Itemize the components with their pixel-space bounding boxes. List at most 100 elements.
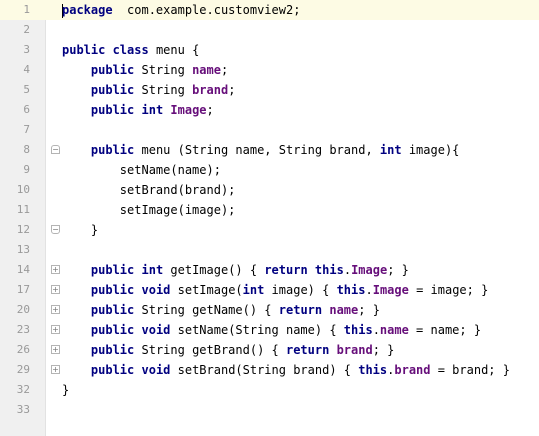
line-number: 29	[16, 363, 30, 376]
fold-expand-icon[interactable]: +	[51, 285, 60, 294]
keyword-token: return	[278, 303, 323, 317]
keyword-token: void	[134, 283, 171, 297]
line-number: 2	[23, 23, 30, 36]
keyword-token: public	[90, 103, 135, 117]
code-text: }	[62, 380, 69, 400]
field-token: brand	[192, 83, 229, 97]
keyword-token: public	[90, 263, 135, 277]
fold-expand-icon[interactable]: +	[51, 325, 60, 334]
field-token: name	[192, 63, 221, 77]
code-line[interactable]: 8 − public menu (String name, String bran…	[0, 140, 539, 160]
line-number: 8	[23, 143, 30, 156]
keyword-token: public	[90, 143, 135, 157]
code-text: public void setBrand(String brand) { thi…	[62, 360, 510, 380]
keyword-token: int	[134, 263, 164, 277]
keyword-token: package	[62, 3, 113, 17]
line-number: 7	[23, 123, 30, 136]
line-number: 9	[23, 163, 30, 176]
line-number: 1	[0, 0, 30, 20]
code-line[interactable]: 9 setName(name);	[0, 160, 539, 180]
fold-expand-icon[interactable]: +	[51, 365, 60, 374]
keyword-token: public	[90, 283, 135, 297]
code-token	[62, 303, 91, 317]
code-token: setImage(	[170, 283, 243, 297]
code-token: .	[365, 283, 373, 297]
code-line[interactable]: 10 setBrand(brand);	[0, 180, 539, 200]
keyword-token: public	[90, 303, 135, 317]
code-token: setBrand(brand);	[62, 183, 236, 197]
field-token: Image	[351, 263, 388, 277]
keyword-token: this	[336, 283, 366, 297]
keyword-token: this	[343, 323, 373, 337]
fold-expand-icon[interactable]: +	[51, 265, 60, 274]
code-line[interactable]: 17+ public void setImage(int image) { th…	[0, 280, 539, 300]
code-text: package com.example.customview2;	[62, 0, 300, 20]
fold-expand-icon[interactable]: +	[51, 305, 60, 314]
code-line[interactable]: 29 + public void setBrand(String brand) {…	[0, 360, 539, 380]
line-number: 11	[16, 203, 30, 216]
keyword-token: public	[90, 63, 135, 77]
code-line[interactable]: 20+ public String getName() { return nam…	[0, 300, 539, 320]
code-line[interactable]: 11 setImage(image);	[0, 200, 539, 220]
fold-end-icon[interactable]: −	[51, 225, 60, 234]
code-line[interactable]: 1 package com.example.customview2;	[0, 0, 539, 20]
code-token: setName(name);	[62, 163, 221, 177]
code-line[interactable]: 6 public int Image;	[0, 100, 539, 120]
code-line[interactable]: 32}	[0, 380, 539, 400]
code-token: menu (String name, String brand,	[134, 143, 380, 157]
code-token: ; }	[372, 343, 395, 357]
line-number: 4	[23, 63, 30, 76]
line-number: 6	[23, 103, 30, 116]
code-text: public void setName(String name) { this.…	[62, 320, 481, 340]
code-token: = name; }	[408, 323, 482, 337]
code-token	[62, 263, 91, 277]
code-text: public void setImage(int image) { this.I…	[62, 280, 488, 300]
line-number: 12	[16, 223, 30, 236]
code-text: public String getBrand() { return brand;…	[62, 340, 394, 360]
code-line[interactable]: 4 public String name;	[0, 60, 539, 80]
line-number-gutter	[0, 0, 46, 436]
fold-collapse-icon[interactable]: −	[51, 145, 60, 154]
keyword-token: int	[379, 143, 402, 157]
code-token	[62, 343, 91, 357]
code-token	[62, 323, 91, 337]
code-line[interactable]: 23 + public void setName(String name) { t…	[0, 320, 539, 340]
code-token	[329, 343, 336, 357]
code-token	[62, 363, 91, 377]
code-text: setName(name);	[62, 160, 221, 180]
code-line[interactable]: 14+ public int getImage() { return this.…	[0, 260, 539, 280]
code-line[interactable]: 13	[0, 240, 539, 260]
code-line[interactable]: 7	[0, 120, 539, 140]
field-token: Image	[372, 283, 409, 297]
line-number: 26	[16, 343, 30, 356]
code-token	[62, 103, 91, 117]
code-line[interactable]: 5 public String brand;	[0, 80, 539, 100]
code-token	[62, 83, 91, 97]
code-token: menu {	[148, 43, 200, 57]
keyword-token: public	[62, 43, 106, 57]
code-token: setName(String name) {	[170, 323, 344, 337]
keyword-token: return	[285, 343, 330, 357]
field-token: brand	[394, 363, 431, 377]
keyword-token: void	[134, 363, 171, 377]
code-token: .	[387, 363, 395, 377]
code-line[interactable]: 12 − }	[0, 220, 539, 240]
field-token: name	[329, 303, 359, 317]
code-token: String getName() {	[134, 303, 279, 317]
code-line[interactable]: 33	[0, 400, 539, 420]
keyword-token: class	[105, 43, 149, 57]
line-number: 23	[16, 323, 30, 336]
code-token: .	[343, 263, 352, 277]
fold-expand-icon[interactable]: +	[51, 345, 60, 354]
code-text: setBrand(brand);	[62, 180, 236, 200]
keyword-token: void	[134, 323, 171, 337]
text-cursor	[62, 3, 63, 18]
keyword-token: public	[90, 83, 135, 97]
code-line[interactable]: 26 + public String getBrand() { return br…	[0, 340, 539, 360]
code-token: ; }	[358, 303, 380, 317]
code-line[interactable]: 2	[0, 20, 539, 40]
code-text: public int Image;	[62, 100, 214, 120]
code-text: }	[62, 220, 98, 240]
